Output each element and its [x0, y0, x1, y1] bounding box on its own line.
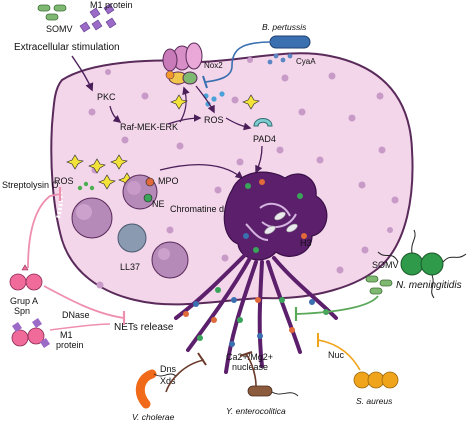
- s-aureus-bacteria: [353, 371, 399, 389]
- nox2-label: Nox2: [204, 61, 223, 70]
- mpo-label: MPO: [158, 176, 179, 186]
- dnase-inhibition: [43, 285, 125, 319]
- cyaa-toxins: [267, 53, 293, 65]
- raf-mek-erk-label: Raf-MEK-ERK: [120, 122, 178, 132]
- stimulation-arrow: [71, 55, 94, 92]
- granule-ll37: [117, 223, 147, 253]
- streptolysin-o-label: Streptolysin O: [2, 180, 59, 190]
- pad4-enzyme: [253, 118, 273, 127]
- ros-to-pad4-arrow: [225, 117, 252, 131]
- m1-protein-top-icon: [79, 3, 117, 33]
- s-aureus-label: S. aureus: [356, 396, 393, 406]
- nucleus: [223, 171, 328, 261]
- v-cholerae-bacterium: [135, 369, 177, 409]
- spn-label: Spn: [14, 306, 30, 316]
- nox2-to-ros-arrow: [195, 85, 215, 114]
- h3-label: H3: [300, 238, 312, 248]
- ros-left-label: ROS: [54, 176, 74, 186]
- somv-top-icon: [37, 4, 67, 21]
- cyaa-label: CyaA: [296, 57, 316, 66]
- m1-protein-arrow: [49, 323, 111, 331]
- raf-to-nox2-arrow: [179, 86, 190, 123]
- ros-to-nucleus-arrow: [159, 164, 244, 179]
- dnase-label: DNase: [62, 310, 90, 320]
- y-enterocolitica-inhibition: [245, 353, 257, 387]
- pkc-label: PKC: [97, 92, 116, 102]
- dns-inhibition: [165, 359, 205, 393]
- b-pertussis-label: B. pertussis: [262, 22, 307, 32]
- somv-top-label: SOMV: [46, 24, 73, 34]
- ne-label: NE: [152, 199, 165, 209]
- v-cholerae-label: V. cholerae: [132, 412, 175, 422]
- pad4-label: PAD4: [253, 134, 276, 144]
- group-a-spn-bacteria: [9, 264, 43, 291]
- nox2-complex: [162, 42, 203, 85]
- somv-right-icon: [365, 275, 393, 295]
- cyaa-inhibition-line: [204, 41, 273, 83]
- ros-left-sparks: [66, 154, 136, 191]
- n-meningitidis-bacteria: [377, 229, 467, 299]
- xds-label: Xds: [160, 376, 176, 386]
- ll37-label: LL37: [120, 262, 140, 272]
- nuc-inhibition: [317, 339, 361, 371]
- pad4-to-nucleus-arrow: [255, 145, 263, 174]
- dns-label: Dns: [160, 364, 177, 374]
- b-pertussis-bacterium: [269, 35, 311, 49]
- nuclease-label: nuclease: [232, 362, 268, 372]
- mpo-ne-granule: [122, 174, 158, 210]
- ros-center-label: ROS: [204, 115, 224, 125]
- raf-to-ros-arrow: [167, 114, 202, 125]
- m1-protein-bacteria: [11, 318, 50, 348]
- cytoplasm-granules: [88, 57, 399, 289]
- membrane-pore: [56, 191, 63, 219]
- n-meningitidis-label: N. meningitidis: [396, 280, 462, 291]
- grupa-label: Grup A: [10, 296, 38, 306]
- net-fibres: [174, 252, 338, 374]
- granule-left-large: [71, 197, 113, 239]
- y-enterocolitica-bacterium: [247, 385, 299, 397]
- m1-protein-top-label: M1 protein: [90, 0, 133, 10]
- ca-mg-label: Ca2+/Mg2+: [226, 352, 273, 362]
- granule-lower: [151, 241, 189, 279]
- extracellular-stimulation-label: Extracellular stimulation: [14, 42, 120, 53]
- somv-right-label: SOMV: [372, 260, 399, 270]
- y-enterocolitica-label: Y. enterocolitica: [226, 406, 286, 416]
- pkc-to-raf-arrow: [109, 105, 122, 123]
- m1-label: M1: [60, 330, 73, 340]
- net-particles: [183, 287, 329, 347]
- nets-release-label: NETs release: [114, 322, 174, 333]
- nuc-label: Nuc: [328, 350, 345, 360]
- m1-protein-label: protein: [56, 340, 84, 350]
- somv-inhibition: [295, 295, 379, 315]
- streptolysin-inhibition: [27, 193, 61, 269]
